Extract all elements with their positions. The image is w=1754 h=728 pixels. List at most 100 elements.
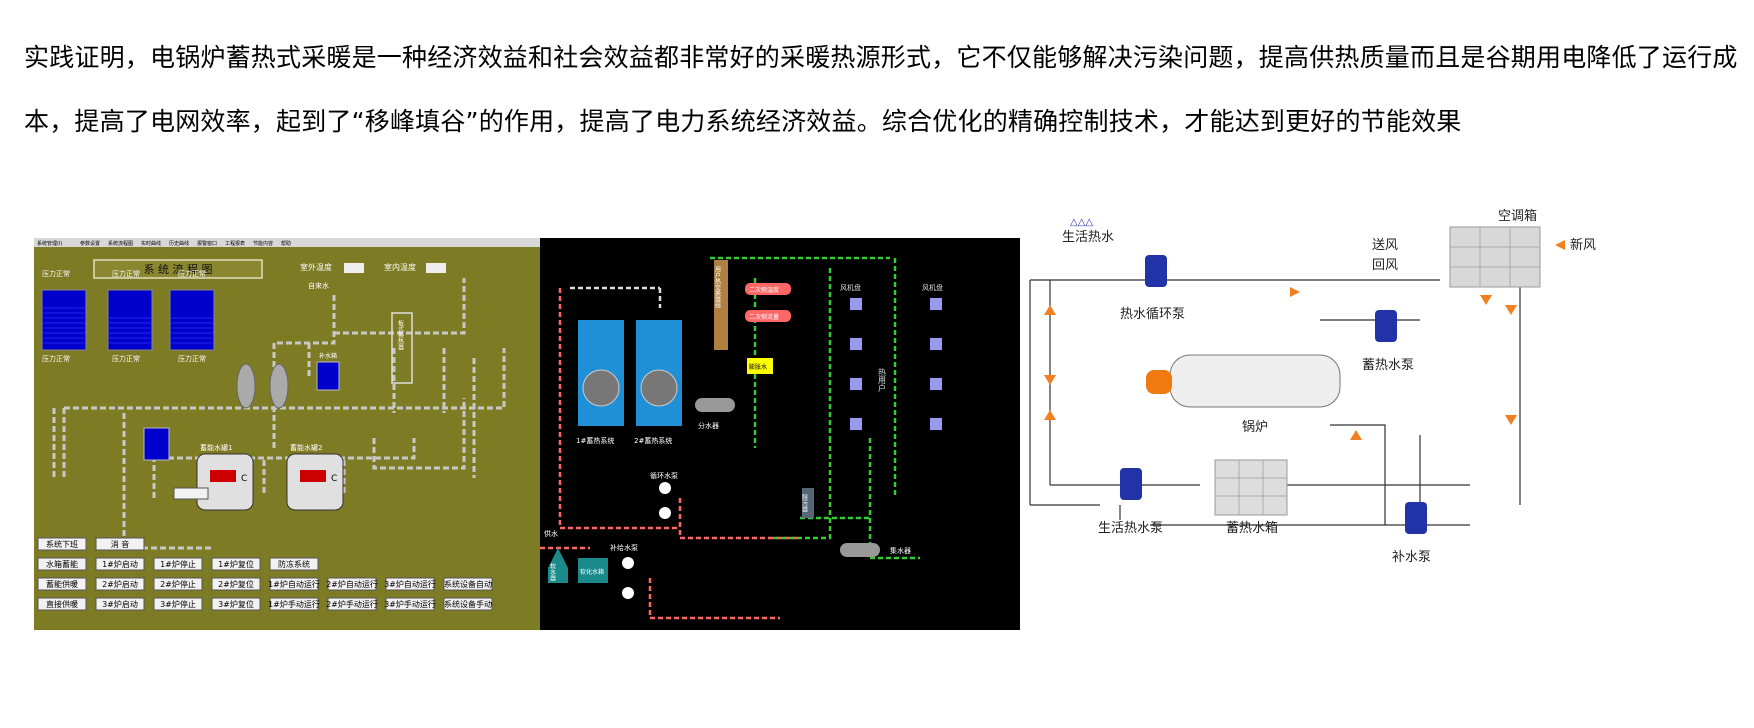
control-button[interactable]: 1#炉启动 bbox=[95, 557, 145, 571]
ahu-label: 空调箱 bbox=[1498, 208, 1537, 224]
system-schematic-svg: △△△ 生活热水 空调箱 送风 回风 新风 热水循环泵 蓄热水泵 生活热水泵 补… bbox=[1029, 208, 1596, 565]
control-button-label: 3#炉停止 bbox=[160, 599, 196, 609]
control-button[interactable]: 1#炉复位 bbox=[211, 557, 261, 571]
menu-items: 系统管理(I) 参数设置 系统流程图 实时曲线 历史曲线 报警窗口 工程报表 节能内容 帮助 bbox=[37, 240, 291, 247]
ahu-grid bbox=[1450, 227, 1540, 287]
plate-exchanger bbox=[391, 312, 413, 384]
control-button[interactable]: 3#炉自动运行 bbox=[384, 577, 436, 591]
tower-lines bbox=[42, 307, 214, 344]
control-button-label: 系统下班 bbox=[46, 539, 78, 549]
menu-item[interactable]: 参数设置 bbox=[80, 240, 100, 247]
outdoor-temp-value bbox=[344, 263, 364, 273]
control-button-label: 2#炉复位 bbox=[218, 579, 254, 589]
menu-bar bbox=[34, 238, 540, 247]
dirt-separator bbox=[802, 488, 814, 518]
domestic-pump-label: 生活热水泵 bbox=[1098, 521, 1163, 536]
control-button[interactable]: 3#炉停止 bbox=[153, 597, 203, 611]
user-exchanger bbox=[714, 260, 728, 350]
control-button[interactable]: 3#炉启动 bbox=[95, 597, 145, 611]
menu-item[interactable]: 系统流程图 bbox=[108, 240, 133, 247]
control-button[interactable]: 3#炉复位 bbox=[211, 597, 261, 611]
heat-storage-svg: 风机盘 风机盘 热用户 1#蓄热系统 2#蓄热系统 用户热交换器组 二次侧温度 … bbox=[540, 256, 943, 620]
outdoor-temp-label: 室外温度 bbox=[300, 262, 332, 272]
control-button-label: 消 音 bbox=[111, 539, 130, 549]
storage-tank-1-label: 蓄能水罐1 bbox=[200, 443, 232, 452]
secondary-temp-badge bbox=[745, 283, 791, 295]
menu-item[interactable]: 实时曲线 bbox=[141, 240, 161, 247]
make-up-tank-label: 补水箱 bbox=[319, 352, 337, 360]
return-air-label: 回风 bbox=[1372, 258, 1398, 273]
storage-pump-label: 蓄热水泵 bbox=[1362, 358, 1414, 373]
control-button[interactable]: 系统下班 bbox=[37, 537, 87, 551]
control-button[interactable]: 系统设备自动 bbox=[443, 577, 493, 591]
softener-label: 软水器 bbox=[549, 562, 556, 582]
system-1-label: 1#蓄热系统 bbox=[576, 436, 614, 445]
control-button[interactable]: 2#炉停止 bbox=[153, 577, 203, 591]
menu-item[interactable]: 工程报表 bbox=[225, 240, 245, 247]
collector bbox=[840, 543, 880, 557]
control-button[interactable]: 3#炉手动运行 bbox=[384, 597, 436, 611]
control-button-label: 3#炉手动运行 bbox=[384, 599, 436, 609]
control-button-label: 3#炉复位 bbox=[218, 599, 254, 609]
mode-status-box bbox=[173, 487, 209, 500]
control-button[interactable]: 水箱蓄能 bbox=[37, 557, 87, 571]
control-button[interactable]: 消 音 bbox=[95, 537, 145, 551]
boiler-label: 锅炉 bbox=[1242, 419, 1268, 435]
heat-pipes bbox=[540, 256, 920, 620]
control-button[interactable]: 2#炉自动运行 bbox=[326, 577, 378, 591]
pressure-label-1: 压力正常 bbox=[42, 269, 70, 278]
menu-item[interactable]: 系统管理(I) bbox=[37, 240, 62, 247]
makeup-pump-1 bbox=[622, 557, 634, 569]
domestic-hot-water-label: 生活热水 bbox=[1062, 230, 1114, 245]
title-box bbox=[93, 259, 263, 279]
control-button-label: 2#炉自动运行 bbox=[326, 579, 378, 589]
boiler bbox=[1169, 354, 1341, 408]
control-button[interactable]: 直接供暖 bbox=[37, 597, 87, 611]
control-button-label: 水箱蓄能 bbox=[46, 559, 78, 569]
secondary-temp-label: 二次侧温度 bbox=[749, 286, 779, 294]
softener bbox=[548, 548, 568, 583]
control-button[interactable]: 1#炉手动运行 bbox=[268, 597, 320, 611]
distributor-label: 分水器 bbox=[698, 421, 719, 430]
control-button[interactable]: 2#炉复位 bbox=[211, 577, 261, 591]
storage-tank-2-unit: C bbox=[331, 474, 337, 484]
storage-tank bbox=[1214, 459, 1288, 516]
secondary-flow-badge bbox=[745, 310, 791, 322]
storage-tank-1-display bbox=[210, 470, 236, 482]
system-schematic-panel: △△△ 生活热水 空调箱 送风 回风 新风 热水循环泵 蓄热水泵 生活热水泵 补… bbox=[1020, 205, 1684, 645]
panel-title: 系 统 流 程 图 bbox=[144, 262, 213, 276]
storage-tank-1-unit: C bbox=[241, 474, 247, 484]
expansion-tank bbox=[747, 358, 773, 374]
control-button[interactable]: 防冻系统 bbox=[269, 557, 319, 571]
intro-paragraph: 实践证明，电锅炉蓄热式采暖是一种经济效益和社会效益都非常好的采暖热源形式，它不仅… bbox=[24, 43, 1738, 136]
menu-item[interactable]: 报警窗口 bbox=[197, 240, 217, 247]
control-button[interactable]: 系统设备手动 bbox=[443, 597, 493, 611]
menu-item[interactable]: 节能内容 bbox=[253, 240, 273, 247]
control-button-label: 1#炉复位 bbox=[218, 559, 254, 569]
storage-tank-2-label: 蓄能水罐2 bbox=[290, 443, 322, 452]
control-button-label: 1#炉手动运行 bbox=[268, 599, 320, 609]
secondary-flow-label: 二次侧流量 bbox=[749, 313, 779, 321]
makeup-pump-label: 补水泵 bbox=[1392, 550, 1431, 565]
storage-towers: 压力正常 压力正常 压力正常 压力正常 压力正常 压力正常 bbox=[41, 269, 215, 363]
control-button-label: 防冻系统 bbox=[278, 559, 310, 569]
control-button[interactable]: 1#炉自动运行 bbox=[268, 577, 320, 591]
make-up-tank bbox=[316, 361, 340, 391]
storage-tank-grid bbox=[1215, 460, 1287, 515]
control-button-label: 2#炉停止 bbox=[160, 579, 196, 589]
menu-item[interactable]: 帮助 bbox=[281, 240, 291, 247]
control-button[interactable]: 1#炉停止 bbox=[153, 557, 203, 571]
circ-pump-label: 循环水泵 bbox=[650, 471, 678, 480]
control-button[interactable]: 2#炉手动运行 bbox=[326, 597, 378, 611]
hot-water-circ-pump-label: 热水循环泵 bbox=[1120, 307, 1185, 322]
indoor-temp-value bbox=[426, 263, 446, 273]
control-button[interactable]: 蓄能供暖 bbox=[37, 577, 87, 591]
control-button[interactable]: 2#炉启动 bbox=[95, 577, 145, 591]
menu-item[interactable]: 历史曲线 bbox=[169, 240, 189, 247]
soft-tank bbox=[578, 558, 608, 583]
storage-tank-label: 蓄热水箱 bbox=[1226, 520, 1278, 536]
tower-2 bbox=[107, 289, 153, 351]
soft-tank-label: 软化水箱 bbox=[580, 568, 604, 576]
scada-flow-svg: 系统管理(I) 参数设置 系统流程图 实时曲线 历史曲线 报警窗口 工程报表 节能内容 帮助 系… bbox=[34, 238, 540, 611]
storage-pump bbox=[1375, 310, 1397, 342]
